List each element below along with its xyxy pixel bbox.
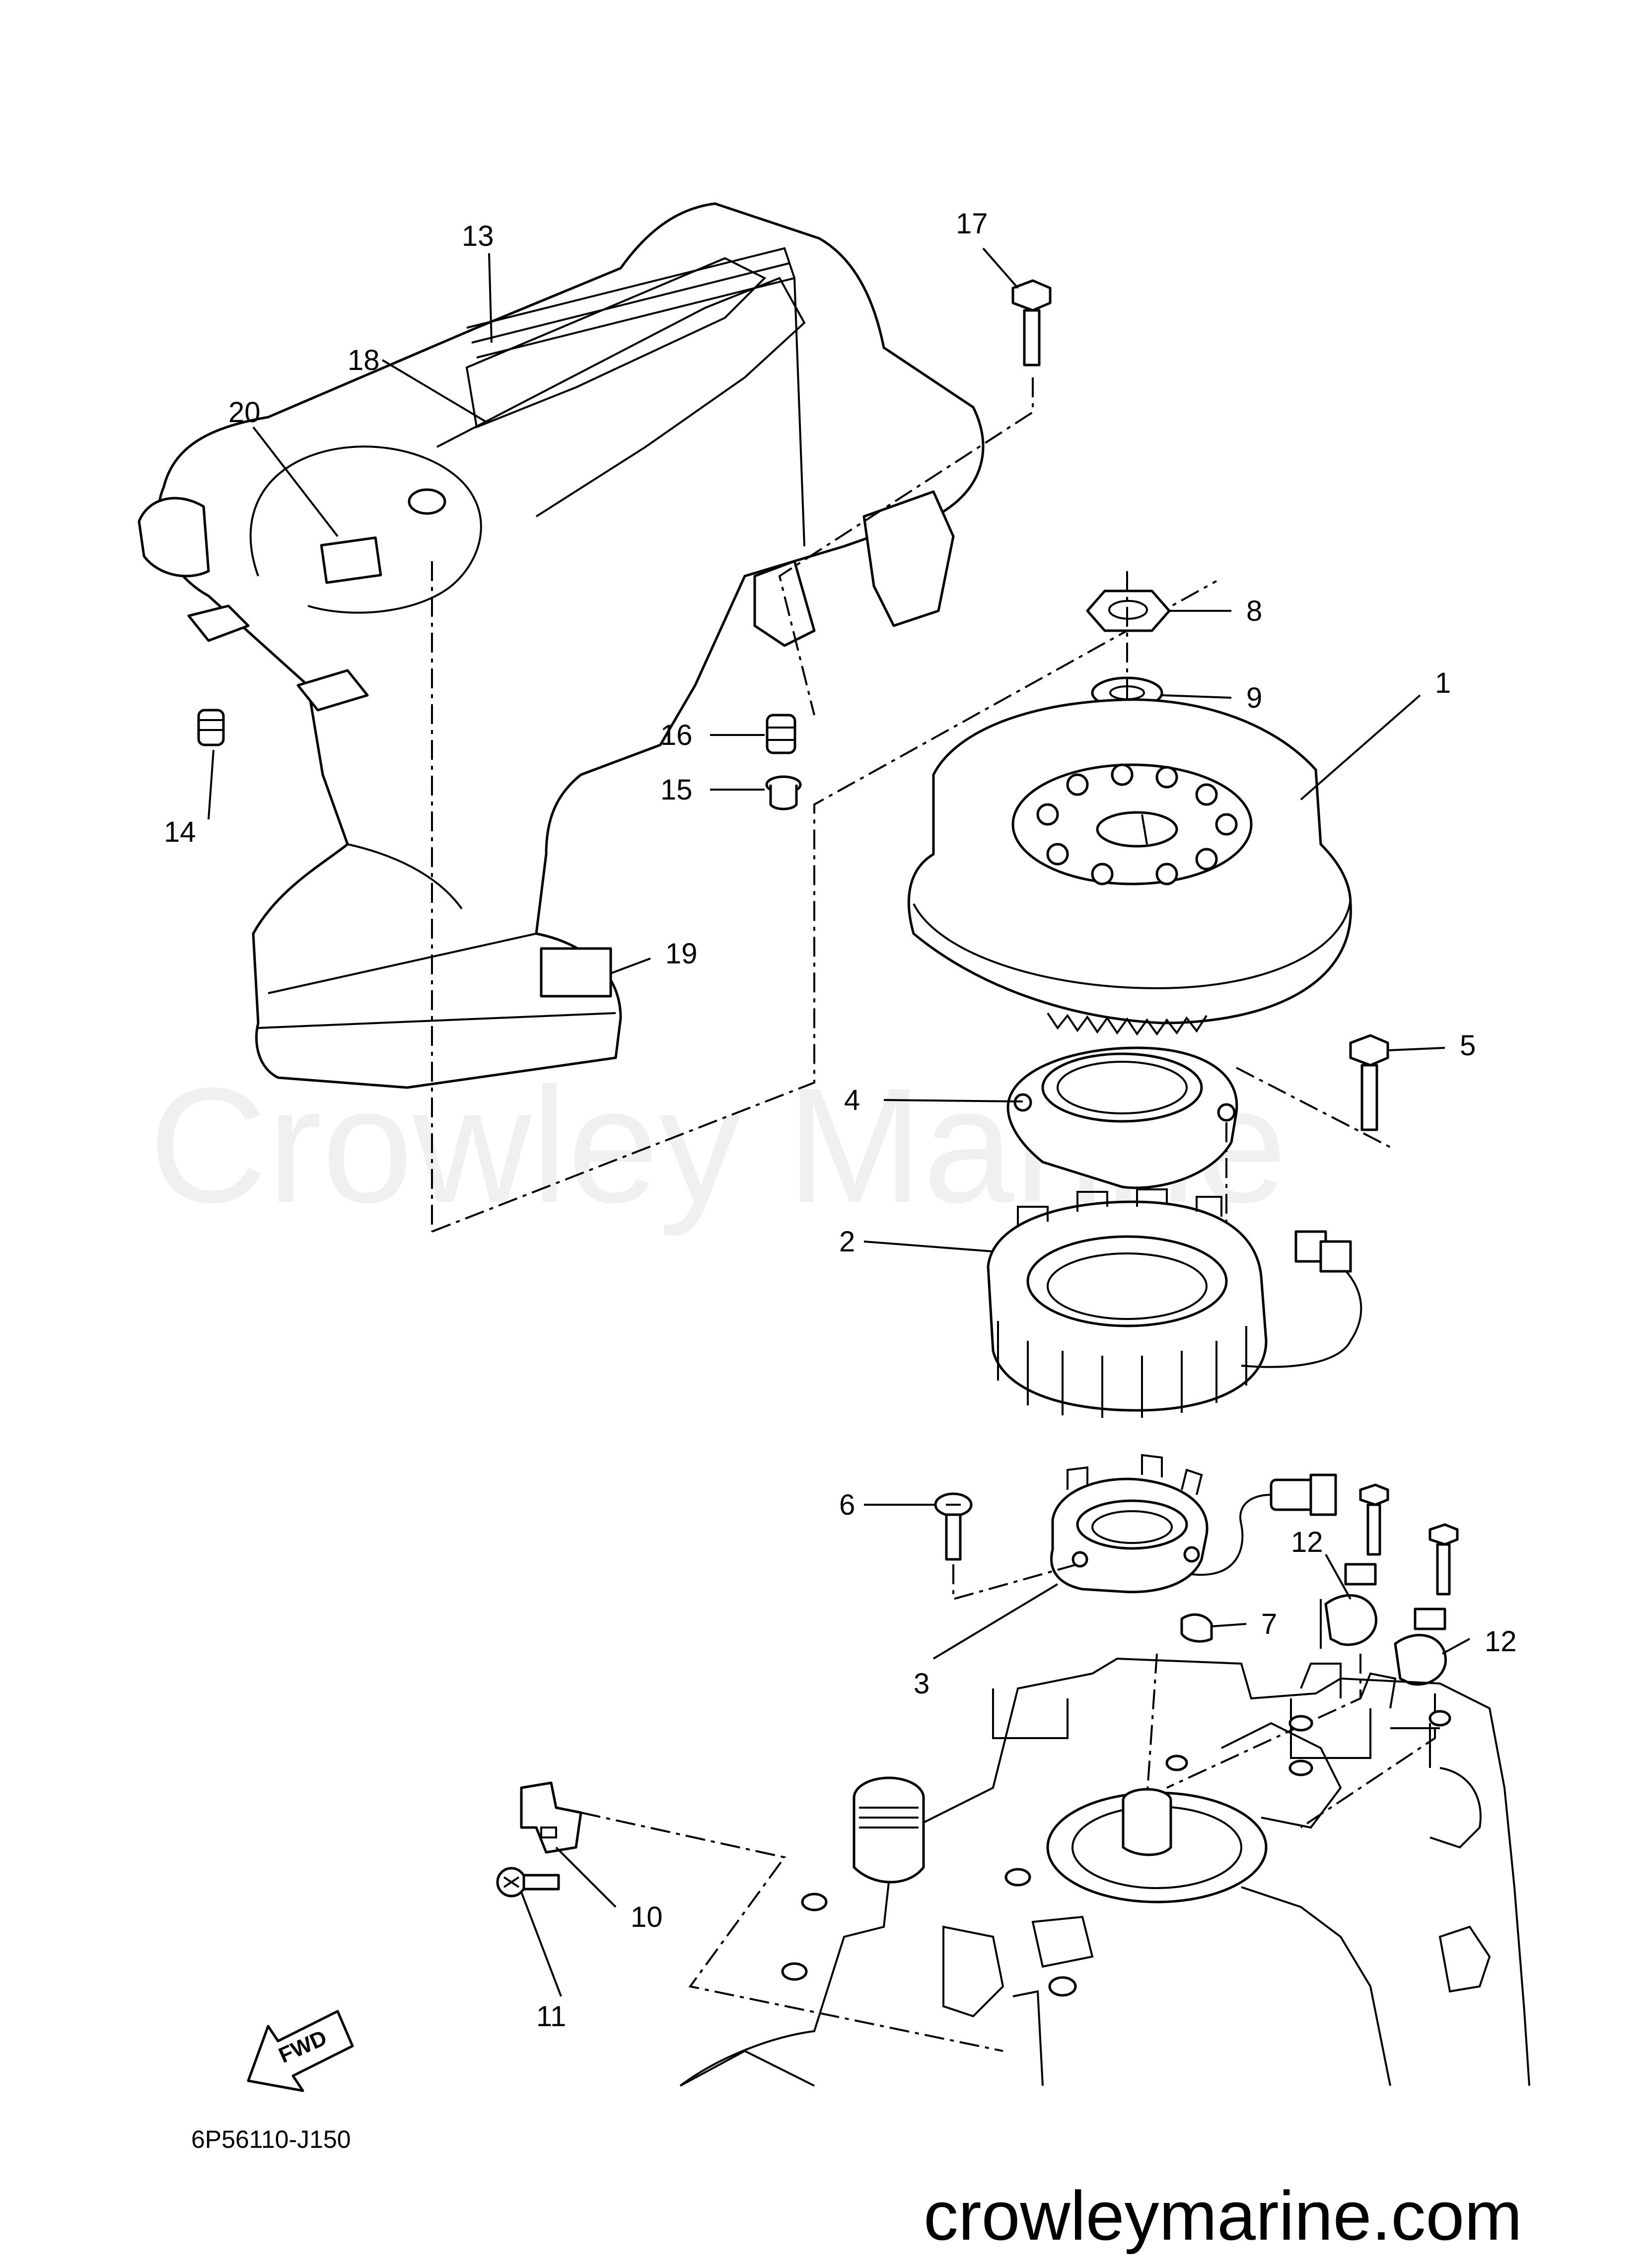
nut-8: [1086, 589, 1171, 632]
website-text: crowleymarine.com: [924, 2177, 1522, 2255]
grommet-16: [766, 714, 796, 754]
callout-15: 15: [660, 774, 693, 806]
callout-9: 9: [1246, 682, 1262, 714]
woodruff-key-7: [1180, 1613, 1213, 1643]
flywheel-cover: [138, 202, 985, 1089]
callout-12-upper: 12: [1291, 1526, 1323, 1558]
callout-8: 8: [1246, 595, 1262, 627]
collar-15: [765, 775, 802, 810]
callout-20: 20: [228, 396, 261, 429]
powerhead: [679, 1599, 1530, 2087]
callout-1: 1: [1435, 667, 1451, 699]
callout-11: 11: [536, 2000, 566, 2033]
callout-19: 19: [665, 938, 698, 970]
callout-16: 16: [660, 719, 693, 751]
base-plate-4: [1006, 1046, 1238, 1189]
screw-11: [496, 1867, 560, 1898]
callout-17: 17: [956, 208, 988, 240]
assembly-line-17: [778, 377, 1034, 716]
clamp-12-right: [1394, 1523, 1459, 1686]
leader-lines: [208, 247, 1470, 1997]
callout-2: 2: [839, 1226, 855, 1258]
stator-2: [987, 1188, 1362, 1418]
callout-7: 7: [1261, 1608, 1277, 1640]
fwd-arrow-icon: FWD: [247, 2010, 354, 2092]
callout-12-lower: 12: [1485, 1625, 1517, 1658]
bracket-10: [520, 1781, 582, 1854]
bolt-5: [1349, 1034, 1389, 1131]
assembly-line-cover-frame: [431, 580, 1217, 1233]
assembly-line-12-right: [1300, 1693, 1436, 1829]
callout-labels: 1 2 3 4 5 6 7 8 9 10 11 12 12 13 14 15 1…: [164, 208, 1517, 2033]
assembly-line-6: [952, 1563, 1078, 1601]
callout-13: 13: [462, 220, 494, 252]
callout-14: 14: [164, 816, 196, 848]
callout-6: 6: [839, 1489, 855, 1521]
assembly-line-5: [1236, 1067, 1391, 1148]
grommet-14: [197, 709, 225, 746]
callout-3: 3: [914, 1668, 929, 1700]
callout-5: 5: [1460, 1029, 1476, 1062]
bolt-17: [1011, 279, 1052, 366]
callout-4: 4: [844, 1084, 860, 1116]
assembly-line-10: [580, 1812, 1003, 2052]
assembly-line-7: [1146, 1653, 1158, 1798]
callout-18: 18: [348, 344, 380, 376]
diagram-code: 6P56110-J150: [191, 2125, 351, 2153]
screw-6: [934, 1492, 973, 1561]
clamp-12-left: [1324, 1483, 1389, 1646]
callout-10: 10: [631, 1901, 663, 1933]
flywheel-1: [907, 698, 1352, 1036]
pulser-coil-3: [1050, 1454, 1337, 1594]
